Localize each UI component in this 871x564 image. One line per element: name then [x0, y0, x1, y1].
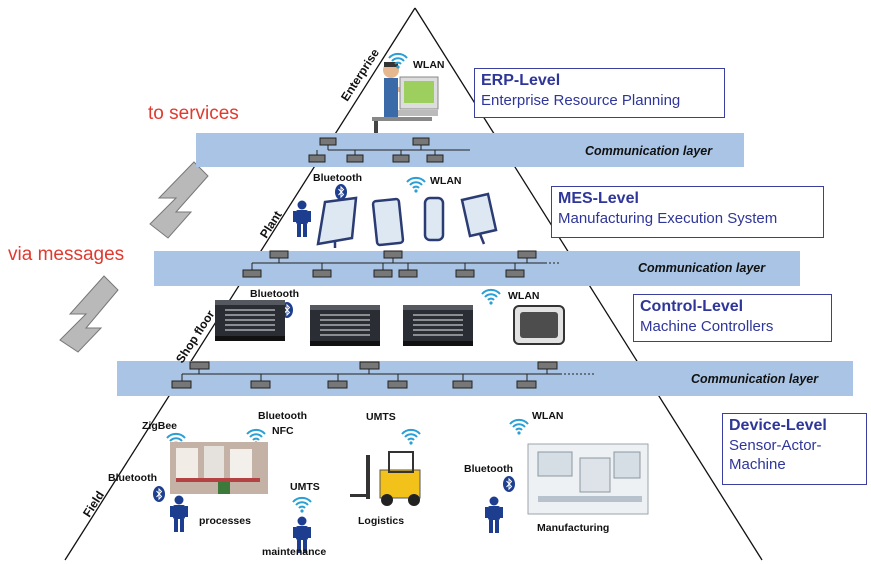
control-level-box: Control-Level Machine Controllers [633, 294, 832, 342]
mes-level-subtitle: Manufacturing Execution System [558, 210, 778, 227]
device-level-title: Device-Level [729, 417, 827, 434]
bluetooth-label-shop-floor: Bluetooth [250, 288, 299, 300]
zigbee-label: ZigBee [142, 420, 178, 432]
communication-bar-middle [154, 251, 800, 286]
wlan-label-enterprise: WLAN [413, 59, 445, 71]
nfc-label: NFC [272, 425, 294, 437]
plant-devices [316, 192, 498, 248]
forklift-icon [350, 451, 421, 506]
device-level-subtitle-line2: Machine [729, 456, 786, 473]
bus-network-bottom [171, 361, 596, 389]
wifi-icon [481, 288, 501, 306]
mes-level-box: MES-Level Manufacturing Execution System [551, 186, 824, 238]
manufacturing-machine-image [527, 443, 649, 515]
processes-label: processes [199, 515, 251, 527]
bluetooth-label-plant: Bluetooth [313, 172, 362, 184]
office-worker-icon [372, 62, 439, 133]
wlan-label-plant: WLAN [430, 175, 462, 187]
wifi-icon [401, 428, 421, 446]
logistics-label: Logistics [358, 515, 405, 527]
bluetooth-label-field: Bluetooth [258, 410, 307, 422]
erp-level-subtitle: Enterprise Resource Planning [481, 92, 681, 109]
wlan-label-field: WLAN [532, 410, 564, 422]
person-icon [170, 495, 188, 532]
communication-layer-label-middle: Communication layer [638, 261, 766, 275]
communication-layer-label-bottom: Communication layer [691, 372, 819, 386]
device-level-box: Device-Level Sensor-Actor- Machine [722, 413, 867, 485]
mes-level-title: MES-Level [558, 190, 639, 207]
communication-layer-label-top: Communication layer [585, 144, 713, 158]
monitor-icon [316, 196, 358, 248]
manufacturing-label: Manufacturing [537, 522, 610, 534]
crt-terminal-icon [513, 305, 565, 345]
wifi-icon [406, 176, 426, 194]
bluetooth-icon [152, 485, 166, 503]
controller-server-icon-1 [215, 300, 285, 341]
display-icon [460, 192, 498, 245]
wifi-icon [509, 418, 529, 436]
person-icon [485, 496, 503, 533]
erp-level-title: ERP-Level [481, 72, 561, 89]
controller-server-icon-2 [310, 305, 380, 346]
wifi-icon [292, 496, 312, 514]
controller-server-icon-3 [403, 305, 473, 346]
umts-label-logistics: UMTS [366, 411, 396, 423]
via-messages-label: via messages [8, 244, 125, 265]
umts-label-maintenance: UMTS [290, 481, 320, 493]
upward-arrow-bottom-icon [59, 275, 119, 353]
bluetooth-icon [334, 183, 348, 201]
to-services-label: to services [148, 103, 239, 124]
device-level-subtitle-line1: Sensor-Actor- [729, 437, 822, 454]
bus-network-top [308, 137, 470, 163]
smartphone-icon [423, 196, 445, 242]
upward-arrow-top-icon [149, 161, 209, 239]
person-icon [293, 200, 311, 237]
bluetooth-label-manufacturing: Bluetooth [464, 463, 513, 475]
wlan-label-shop-floor: WLAN [508, 290, 540, 302]
bus-network-middle [242, 250, 560, 278]
control-level-title: Control-Level [640, 298, 744, 315]
bluetooth-icon [502, 475, 516, 493]
control-level-subtitle: Machine Controllers [640, 318, 774, 335]
tablet-icon [371, 197, 405, 247]
bluetooth-label-processes: Bluetooth [108, 472, 157, 484]
communication-bar-bottom [117, 361, 853, 396]
process-plant-image [170, 442, 268, 494]
maintenance-label: maintenance [262, 546, 327, 558]
erp-level-box: ERP-Level Enterprise Resource Planning [474, 68, 725, 118]
